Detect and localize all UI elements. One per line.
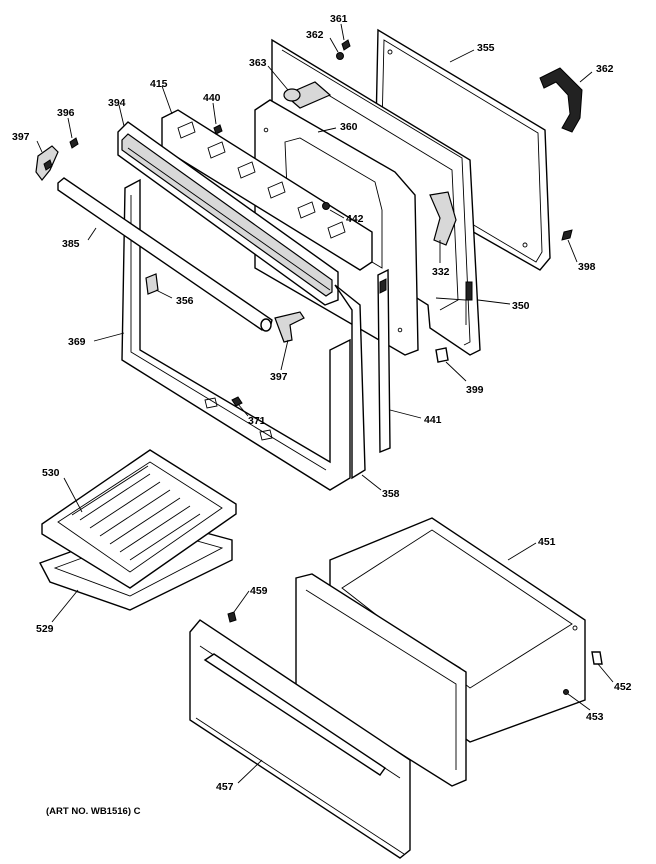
callout-355: 355 [477,42,495,54]
screw-440 [213,124,223,135]
callout-labels: 361 362 363 355 362 415 440 394 396 397 … [12,13,632,793]
callout-363: 363 [249,57,267,69]
broiler-grid-530 [41,449,237,589]
callout-360: 360 [340,121,358,133]
callout-459: 459 [250,585,268,597]
door-handle-rod-385 [57,177,273,332]
callout-399: 399 [466,384,484,396]
handle-bracket-397-left [35,145,59,181]
callout-457: 457 [216,781,234,793]
callout-453: 453 [586,711,604,723]
clip-356 [145,273,159,295]
callout-397-left: 397 [12,131,30,143]
callout-397-center: 397 [270,371,288,383]
callout-358: 358 [382,488,400,500]
callout-385: 385 [62,238,80,250]
callout-350: 350 [512,300,530,312]
callout-362-fastener: 362 [306,29,324,41]
vent-trim-394 [117,121,339,306]
drawer-parts-452-453 [227,611,603,695]
callout-451: 451 [538,536,556,548]
screw-396 [69,137,79,149]
screw-442 [322,202,330,210]
drawer-front-457 [189,619,411,859]
callout-356: 356 [176,295,194,307]
fastener-361-362-363 [283,39,351,102]
art-number-label: (ART NO. WB1516) C [46,806,141,817]
screw-398 [561,229,573,241]
broiler-grid-slots [71,465,201,561]
handle-bracket-397-center [274,311,305,343]
leader-lines [36,23,614,784]
screw-371 [231,396,243,407]
callout-361: 361 [330,13,348,25]
callout-530: 530 [42,467,60,479]
callout-332: 332 [432,266,450,278]
door-liner-369 [121,178,366,491]
callout-440: 440 [203,92,221,104]
callout-442: 442 [346,213,364,225]
hinge-rail-441 [377,268,391,454]
callout-452: 452 [614,681,632,693]
door-gasket-362 [539,67,583,133]
callout-529: 529 [36,623,54,635]
callout-394: 394 [108,97,126,109]
callout-369: 369 [68,336,86,348]
callout-398: 398 [578,261,596,273]
callout-441: 441 [424,414,442,426]
callout-415: 415 [150,78,168,90]
callout-362-gasket: 362 [596,63,614,75]
callout-396: 396 [57,107,75,119]
clip-399 [435,347,449,363]
callout-371: 371 [248,415,266,427]
